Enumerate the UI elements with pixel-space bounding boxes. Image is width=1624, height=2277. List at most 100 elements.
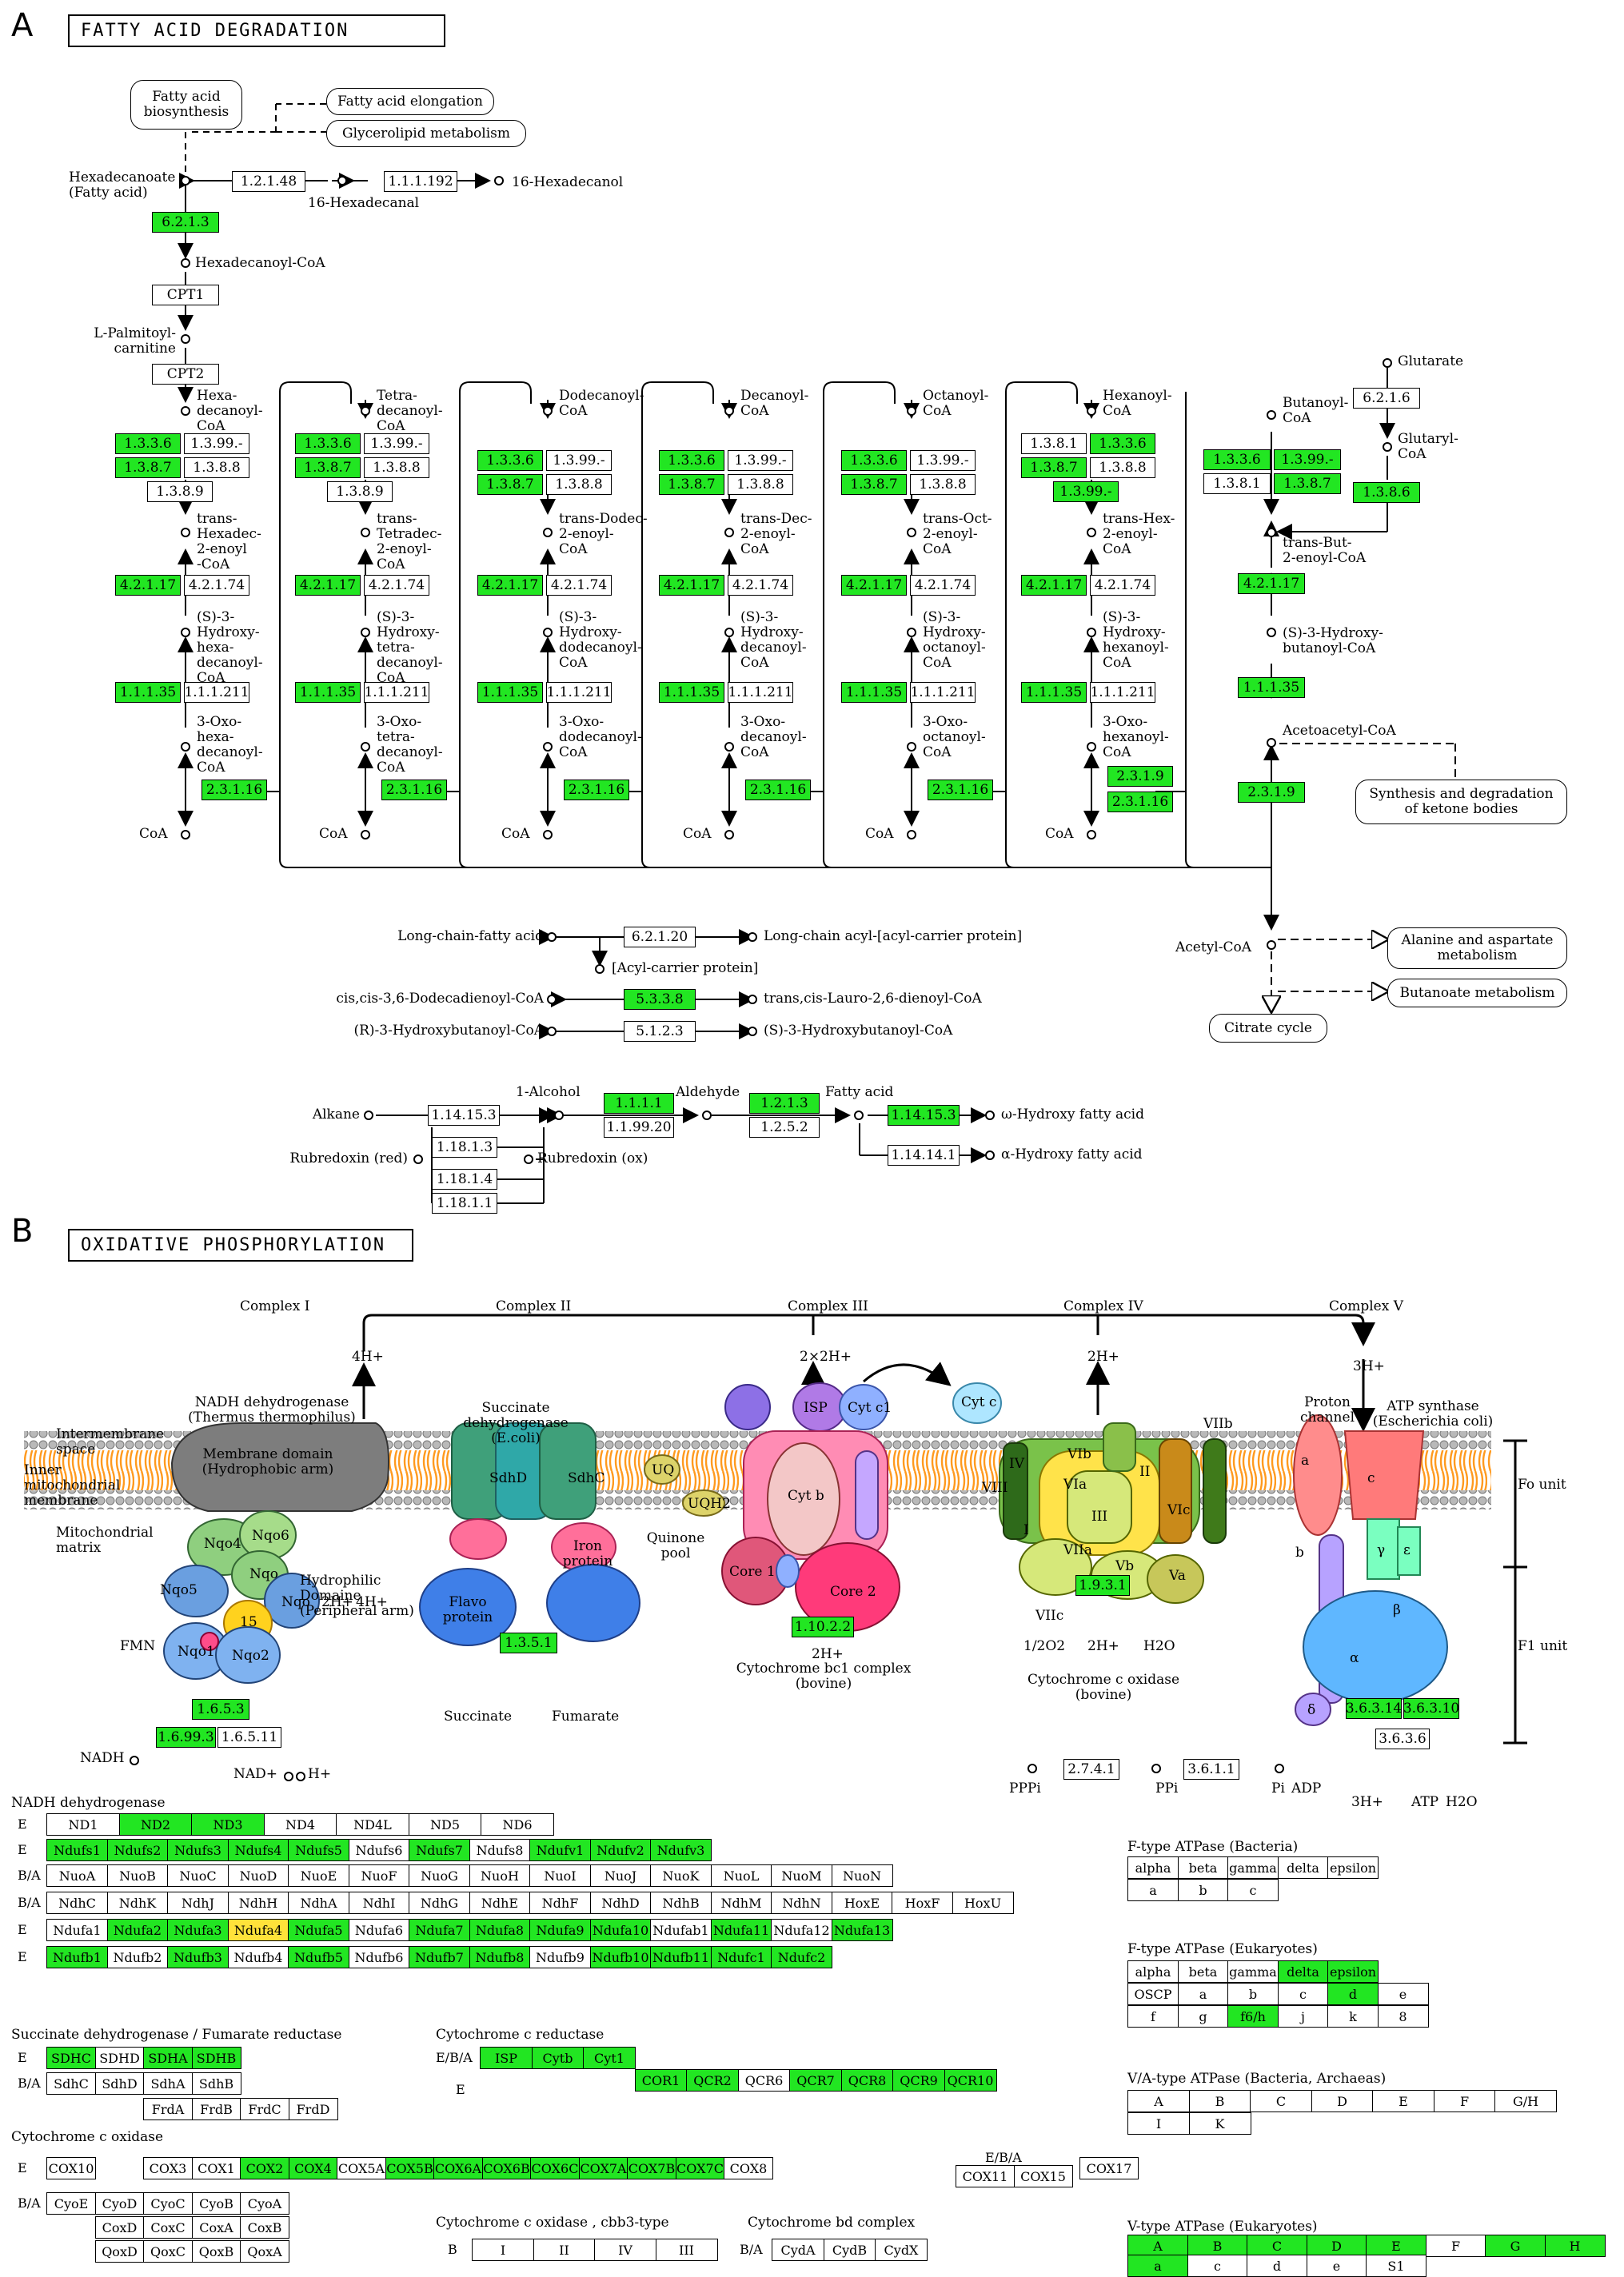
enzyme-1-1-1-35[interactable]: 1.1.1.35	[295, 682, 361, 703]
gene-cell[interactable]: COX5A	[337, 2157, 386, 2179]
gene-cell[interactable]: SDHD	[94, 2047, 145, 2069]
gene-cell[interactable]: Ndufb4	[227, 1946, 289, 1968]
gene-cell[interactable]: Ndufb3	[167, 1946, 229, 1968]
enzyme-1-3-99[interactable]: 1.3.99.-	[546, 450, 612, 471]
enzyme-1-3-8-7[interactable]: 1.3.8.7	[1274, 473, 1341, 494]
gene-cell[interactable]: QCR8	[840, 2069, 894, 2092]
enzyme-1-3-8-7[interactable]: 1.3.8.7	[1021, 457, 1087, 478]
gene-cell[interactable]: beta	[1177, 1856, 1229, 1879]
enzyme-1-1-1-35[interactable]: 1.1.1.35	[659, 682, 724, 703]
gene-cell[interactable]: NdhM	[710, 1892, 772, 1914]
gene-cell[interactable]: g	[1177, 2005, 1229, 2028]
gene-cell[interactable]: SdhC	[46, 2072, 96, 2095]
gene-cell[interactable]: NuoD	[227, 1864, 289, 1887]
enzyme-1-1-1-1[interactable]: 1.1.1.1	[604, 1093, 674, 1114]
gene-cell[interactable]: Ndufa7	[409, 1919, 470, 1941]
enzyme-4-2-1-74[interactable]: 4.2.1.74	[546, 575, 612, 596]
gene-cell[interactable]: ISP	[480, 2047, 533, 2069]
enzyme-1-3-8-7[interactable]: 1.3.8.7	[295, 457, 361, 478]
gene-cell[interactable]: Ndufa6	[348, 1919, 410, 1941]
gene-cell[interactable]: G/H	[1494, 2090, 1557, 2112]
enzyme-2-7-4-1[interactable]: 2.7.4.1	[1063, 1759, 1119, 1780]
gene-cell[interactable]: H	[1544, 2235, 1606, 2257]
map-fatty-acid-biosynthesis[interactable]: Fatty acid biosynthesis	[130, 80, 242, 130]
gene-cell[interactable]: Cytb	[531, 2047, 585, 2069]
gene-cell[interactable]: E	[1366, 2235, 1426, 2257]
map-citrate-cycle[interactable]: Citrate cycle	[1209, 1014, 1327, 1043]
gene-cell[interactable]: QCR9	[892, 2069, 945, 2092]
gene-cell[interactable]: Ndufs3	[167, 1839, 229, 1861]
gene-cell[interactable]: CoxA	[191, 2216, 241, 2239]
enzyme-1-3-8-7[interactable]: 1.3.8.7	[659, 474, 724, 495]
gene-cell[interactable]: b	[1177, 1879, 1229, 1901]
gene-cell[interactable]: NdhH	[227, 1892, 289, 1914]
gene-cell[interactable]: alpha	[1127, 1960, 1179, 1983]
gene-cell[interactable]: Ndufs4	[227, 1839, 289, 1861]
enzyme-1-3-99[interactable]: 1.3.99.-	[184, 433, 249, 454]
enzyme-1-1-1-35[interactable]: 1.1.1.35	[841, 682, 907, 703]
enzyme-1-3-8-8[interactable]: 1.3.8.8	[728, 474, 793, 495]
gene-cell[interactable]: SDHA	[143, 2047, 193, 2069]
gene-cell[interactable]: COX6C	[530, 2157, 580, 2179]
gene-cell[interactable]: a	[1177, 1983, 1229, 2005]
gene-cell[interactable]: j	[1277, 2005, 1329, 2028]
gene-cell[interactable]: FrdD	[288, 2098, 338, 2120]
gene-cell[interactable]: COX6A	[433, 2157, 483, 2179]
gene-cell[interactable]: CoxC	[143, 2216, 193, 2239]
enzyme-1-1-99-20[interactable]: 1.1.99.20	[604, 1117, 674, 1138]
enzyme-1-3-3-6[interactable]: 1.3.3.6	[1203, 449, 1271, 470]
gene-cell[interactable]: COX15	[1013, 2165, 1073, 2187]
enzyme-1-3-8-8[interactable]: 1.3.8.8	[546, 474, 612, 495]
gene-cell[interactable]: COR1	[634, 2069, 688, 2092]
enzyme-2-3-1-16[interactable]: 2.3.1.16	[202, 780, 267, 800]
gene-cell[interactable]: ND5	[408, 1813, 482, 1836]
gene-cell[interactable]: Ndufa11	[710, 1919, 772, 1941]
enzyme-4-2-1-74[interactable]: 4.2.1.74	[364, 575, 429, 596]
map-alanine-aspartate[interactable]: Alanine and aspartate metabolism	[1387, 927, 1567, 969]
gene-cell[interactable]: F	[1425, 2235, 1486, 2257]
gene-cell[interactable]: Ndufa10	[589, 1919, 652, 1941]
gene-cell[interactable]: gamma	[1227, 1856, 1279, 1879]
enzyme-2-3-1-16[interactable]: 2.3.1.16	[564, 780, 629, 800]
gene-cell[interactable]: E	[1372, 2090, 1434, 2112]
gene-cell[interactable]: Ndufs8	[469, 1839, 531, 1861]
gene-cell[interactable]: Ndufa9	[529, 1919, 591, 1941]
gene-cell[interactable]: CoxD	[94, 2216, 145, 2239]
gene-cell[interactable]: I	[1127, 2112, 1190, 2135]
gene-cell[interactable]: I	[472, 2239, 534, 2261]
gene-cell[interactable]: Ndufb2	[106, 1946, 169, 1968]
gene-cell[interactable]: Ndufb10	[589, 1946, 652, 1968]
enzyme-1-3-8-8[interactable]: 1.3.8.8	[1090, 457, 1155, 478]
gene-cell[interactable]: ND6	[481, 1813, 554, 1836]
gene-cell[interactable]: Ndufa12	[771, 1919, 832, 1941]
gene-cell[interactable]: K	[1188, 2112, 1251, 2135]
gene-cell[interactable]: Ndufa8	[469, 1919, 531, 1941]
gene-cell[interactable]: Ndufc2	[771, 1946, 832, 1968]
gene-cell[interactable]: epsilon	[1327, 1960, 1379, 1983]
gene-cell[interactable]: Ndufa4	[227, 1919, 289, 1941]
gene-cell[interactable]: Ndufb6	[348, 1946, 410, 1968]
enzyme-5-1-2-3[interactable]: 5.1.2.3	[624, 1021, 696, 1042]
gene-cell[interactable]: Ndufv3	[650, 1839, 712, 1861]
gene-cell[interactable]: 8	[1377, 2005, 1429, 2028]
enzyme-1-14-15-3[interactable]: 1.14.15.3	[428, 1105, 500, 1126]
gene-cell[interactable]: Ndufa2	[106, 1919, 169, 1941]
gene-cell[interactable]: NuoJ	[589, 1864, 652, 1887]
enzyme-1-1-1-211[interactable]: 1.1.1.211	[1090, 682, 1155, 703]
enzyme-2-3-1-9[interactable]: 2.3.1.9	[1107, 766, 1173, 787]
enzyme-2-3-1-9[interactable]: 2.3.1.9	[1238, 782, 1305, 803]
gene-cell[interactable]: II	[533, 2239, 596, 2261]
gene-cell[interactable]: NdhD	[589, 1892, 652, 1914]
gene-cell[interactable]: Ndufa3	[167, 1919, 229, 1941]
gene-cell[interactable]: COX8	[724, 2157, 773, 2179]
enzyme-1-1-1-35[interactable]: 1.1.1.35	[1021, 682, 1087, 703]
enzyme-1-1-1-211[interactable]: 1.1.1.211	[910, 682, 976, 703]
enzyme-1-1-1-211[interactable]: 1.1.1.211	[728, 682, 793, 703]
gene-cell[interactable]: COX3	[143, 2157, 193, 2179]
gene-cell[interactable]: QoxB	[191, 2240, 241, 2263]
enzyme-2-3-1-16[interactable]: 2.3.1.16	[928, 780, 993, 800]
gene-cell[interactable]: NdhJ	[167, 1892, 229, 1914]
gene-cell[interactable]: ND2	[118, 1813, 193, 1836]
gene-cell[interactable]: Ndufs1	[46, 1839, 108, 1861]
gene-cell[interactable]: SdhD	[94, 2072, 145, 2095]
